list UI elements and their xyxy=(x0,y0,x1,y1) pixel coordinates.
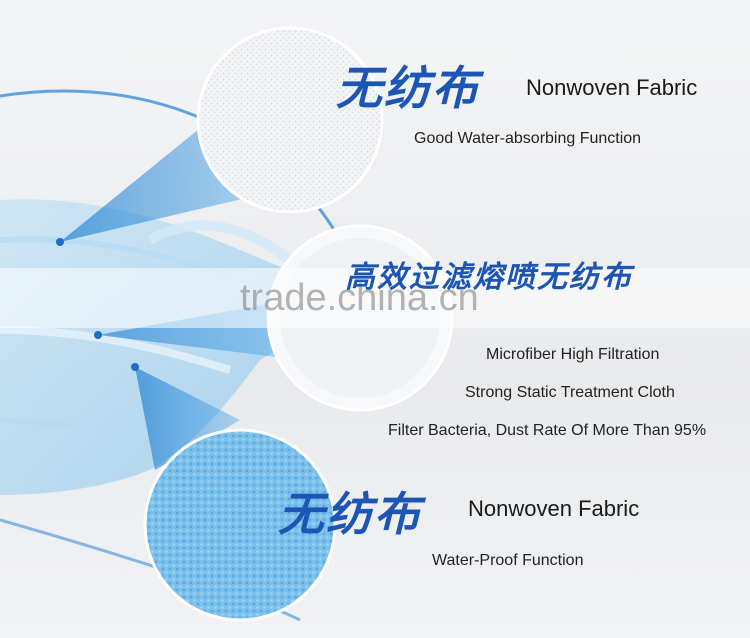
heading-en-3: Nonwoven Fabric xyxy=(468,496,640,521)
beam-bottom xyxy=(135,367,240,470)
section-1-line-1: Good Water-absorbing Function xyxy=(414,130,642,147)
beam-dot-bottom xyxy=(131,363,139,371)
mask-pleat-2 xyxy=(0,326,232,374)
section-2-line-3: Filter Bacteria, Dust Rate Of More Than … xyxy=(388,422,707,439)
mask-ear-strap xyxy=(147,220,304,274)
section-2-line-1: Microfiber High Filtration xyxy=(486,346,660,363)
section-3-line-1: Water-Proof Function xyxy=(432,552,584,569)
heading-cn-1: 无纺布 xyxy=(336,61,480,115)
beam-dot-middle xyxy=(94,331,102,339)
heading-cn-3: 无纺布 xyxy=(278,487,422,541)
heading-en-1: Nonwoven Fabric xyxy=(526,75,698,100)
watermark: trade.china.cn xyxy=(240,277,479,319)
zoom-circle-blue xyxy=(143,428,337,622)
beam-dot-top xyxy=(56,238,64,246)
zoom-circle-white-top xyxy=(196,26,384,214)
watermark-band xyxy=(0,268,750,328)
section-2-line-2: Strong Static Treatment Cloth xyxy=(465,384,675,401)
heading-cn-2: 高效过滤熔喷无纺布 xyxy=(345,260,633,295)
